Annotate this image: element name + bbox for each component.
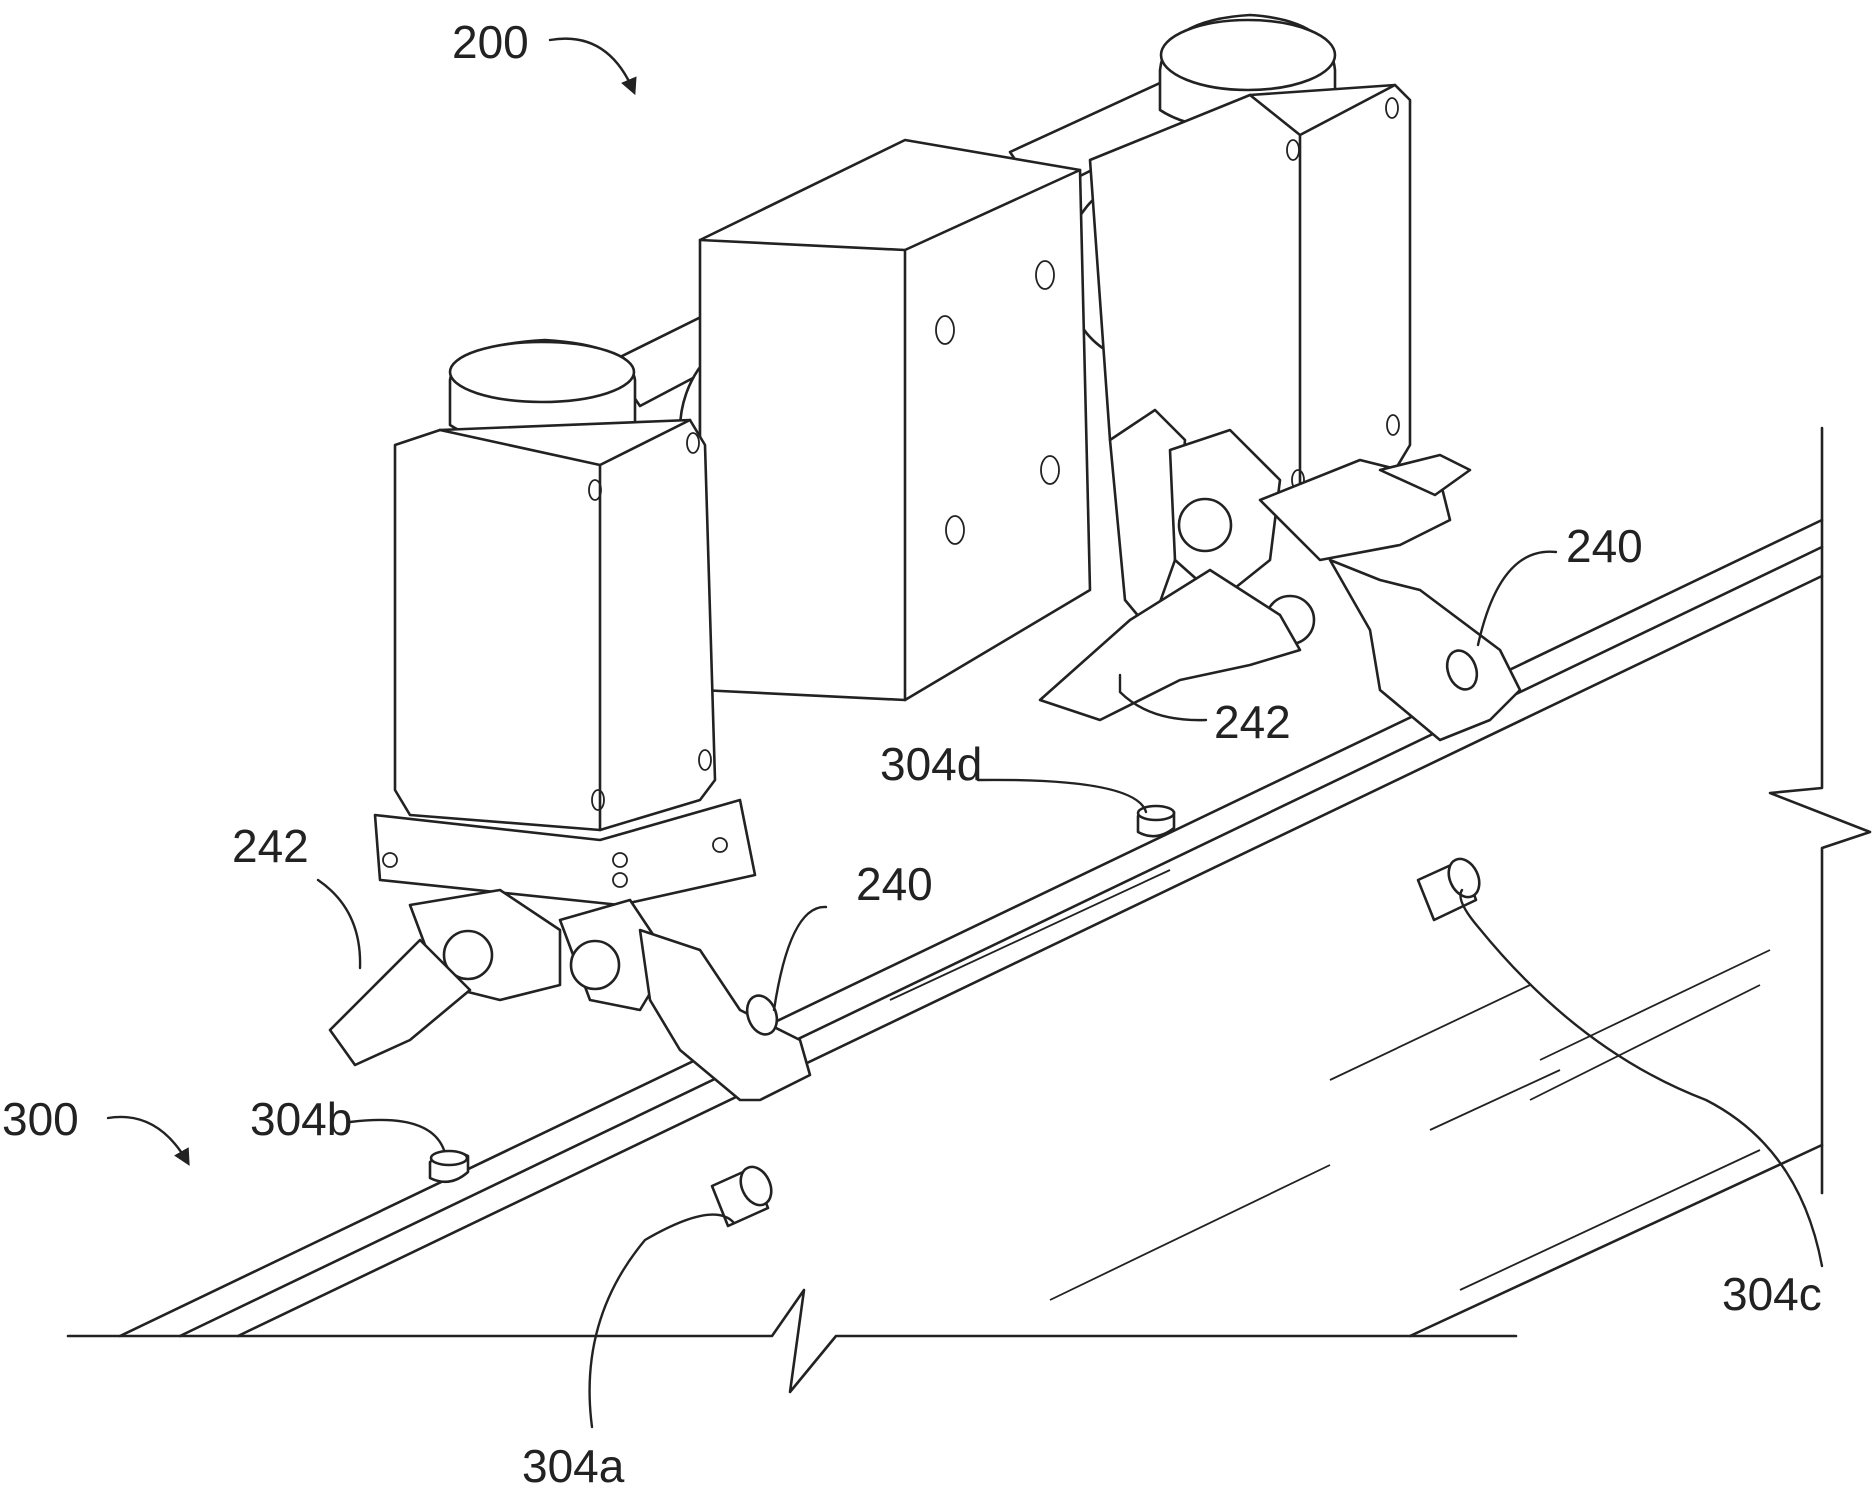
label-300: 300: [2, 1093, 79, 1145]
label-240-front: 240: [856, 858, 933, 910]
label-200: 200: [452, 16, 529, 68]
label-304a: 304a: [522, 1440, 625, 1492]
label-242-front: 242: [232, 820, 309, 872]
peg-304d: [1138, 806, 1174, 836]
label-240-rear: 240: [1566, 520, 1643, 572]
peg-304c: [1418, 854, 1485, 920]
robot-assembly: [330, 15, 1520, 1100]
peg-304b: [430, 1151, 468, 1182]
label-304c: 304c: [1722, 1268, 1822, 1320]
label-242-rear: 242: [1214, 696, 1291, 748]
label-304b: 304b: [250, 1093, 352, 1145]
label-304d: 304d: [880, 738, 982, 790]
